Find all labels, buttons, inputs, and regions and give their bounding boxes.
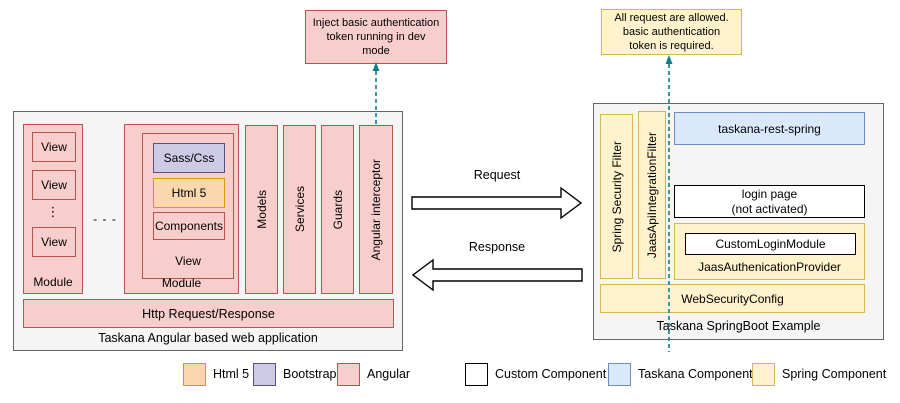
guards-bar: Guards xyxy=(321,125,354,294)
dev-note-connector-arrow xyxy=(372,62,380,124)
response-label: Response xyxy=(468,240,526,254)
sass-css-box: Sass/Css xyxy=(153,143,225,173)
services-bar-label: Services xyxy=(292,186,307,233)
view-box: View xyxy=(32,170,76,200)
legend-item-taskana: Taskana Component xyxy=(608,362,753,386)
springboot-container: Spring Security Filter JaasApiIntegratio… xyxy=(593,103,884,340)
legend-swatch-angular xyxy=(337,362,360,386)
guards-bar-label: Guards xyxy=(330,189,345,230)
legend-item-bootstrap: Bootstrap xyxy=(253,362,337,386)
angular-app-container: View View ⋮ View Module - - - Sass/Css H… xyxy=(13,111,403,351)
jaas-api-integration-filter-bar: JaasApiIntegrationFilter xyxy=(638,111,666,279)
angular-app-title: Taskana Angular based web application xyxy=(98,331,318,345)
legend-item-spring: Spring Component xyxy=(752,362,886,386)
legend-label: Spring Component xyxy=(782,367,887,381)
jaas-authentication-provider-box: CustomLoginModule JaasAuthenicationProvi… xyxy=(674,223,865,280)
request-arrow xyxy=(411,186,583,220)
legend-swatch-custom xyxy=(465,362,488,386)
components-box: Components xyxy=(153,212,225,240)
view-label: View xyxy=(175,254,201,268)
modules-ellipsis: - - - xyxy=(93,212,117,226)
module-2-view: Sass/Css Html 5 Components View xyxy=(142,133,234,279)
jaas-authentication-provider-label: JaasAuthenicationProvider xyxy=(698,260,841,274)
legend-swatch-spring xyxy=(752,362,775,386)
legend-label: Html 5 xyxy=(213,367,250,381)
models-bar: Models xyxy=(245,125,278,294)
legend-item-angular: Angular xyxy=(337,362,410,386)
legend-item-html5: Html 5 xyxy=(183,362,249,386)
dev-mode-note: Inject basic authentication token runnin… xyxy=(305,10,447,64)
custom-login-module-box: CustomLoginModule xyxy=(685,233,856,255)
view-box: View xyxy=(32,227,76,257)
angular-interceptor-bar-label: Angular interceptor xyxy=(369,158,383,261)
module-label: Module xyxy=(33,275,73,289)
module-1: View View ⋮ View Module xyxy=(23,124,83,294)
spring-security-filter-bar: Spring Security Filter xyxy=(600,114,633,279)
legend-label: Bootstrap xyxy=(283,367,337,381)
view-box: View xyxy=(32,132,76,162)
legend-swatch-bootstrap xyxy=(253,362,276,386)
legend-label: Custom Component xyxy=(495,367,607,381)
auth-note-connector-arrow xyxy=(665,55,673,352)
legend-label: Angular xyxy=(367,367,411,381)
module-2: Sass/Css Html 5 Components View Module xyxy=(124,124,239,294)
legend-swatch-taskana xyxy=(608,362,631,386)
response-arrow xyxy=(411,258,583,292)
legend-label: Taskana Component xyxy=(638,367,753,381)
html5-box: Html 5 xyxy=(153,178,225,208)
web-security-config-box: WebSecurityConfig xyxy=(600,284,865,313)
services-bar: Services xyxy=(283,125,316,294)
angular-interceptor-bar: Angular interceptor xyxy=(359,125,393,294)
jaas-api-integration-filter-label: JaasApiIntegrationFilter xyxy=(645,131,659,259)
models-bar-label: Models xyxy=(254,190,269,229)
request-label: Request xyxy=(473,168,521,182)
taskana-rest-spring-box: taskana-rest-spring xyxy=(674,112,865,145)
spring-security-filter-label: Spring Security Filter xyxy=(609,140,624,253)
legend-item-custom: Custom Component xyxy=(465,362,606,386)
auth-required-note: All request are allowed. basic authentic… xyxy=(601,9,742,55)
legend-swatch-html5 xyxy=(183,362,206,386)
module-label: Module xyxy=(161,276,202,290)
vertical-ellipsis: ⋮ xyxy=(46,204,60,219)
http-request-response-bar: Http Request/Response xyxy=(23,299,394,328)
springboot-title: Taskana SpringBoot Example xyxy=(656,319,821,333)
login-page-box: login page (not activated) xyxy=(674,185,865,218)
